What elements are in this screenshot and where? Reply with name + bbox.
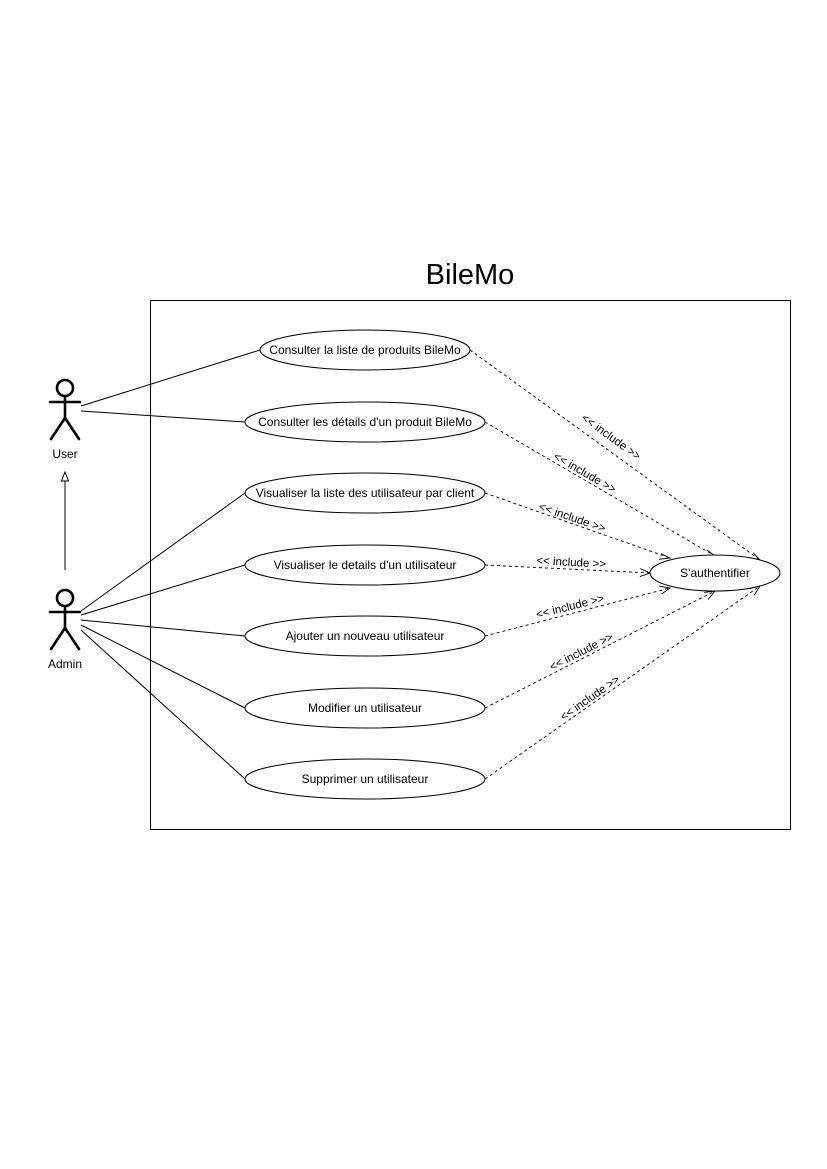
assoc-admin-uc4	[80, 564, 246, 616]
use-case-label: Consulter la liste de produits BileMo	[269, 343, 461, 357]
actor-user[interactable]: User	[48, 378, 82, 461]
assoc-admin-uc3	[80, 492, 246, 612]
assoc-user-uc1	[80, 349, 261, 407]
use-case-uc4[interactable]: Visualiser le details d'un utilisateur	[244, 544, 486, 586]
include-line-uc3	[484, 492, 671, 559]
stick-figure-icon	[48, 588, 82, 651]
actor-label: User	[52, 447, 77, 461]
include-line-uc1	[469, 349, 761, 561]
use-case-uc5[interactable]: Ajouter un nouveau utilisateur	[244, 615, 486, 657]
include-line-uc5	[484, 587, 671, 637]
include-label-uc4: << include >>	[536, 555, 607, 571]
generalization-arrow	[60, 470, 70, 570]
use-case-label: Ajouter un nouveau utilisateur	[286, 629, 445, 643]
include-label-uc5: << include >>	[535, 593, 606, 622]
diagram-title: BileMo	[426, 259, 515, 291]
use-case-label: Modifier un utilisateur	[308, 701, 422, 715]
use-case-uc2[interactable]: Consulter les détails d'un produit BileM…	[244, 401, 486, 443]
use-case-label: Visualiser le details d'un utilisateur	[274, 558, 457, 572]
include-label-uc6: << include >>	[548, 631, 616, 673]
actor-admin[interactable]: Admin	[48, 588, 82, 671]
system-boundary	[150, 300, 791, 830]
include-label-uc1: << include >>	[579, 412, 643, 463]
assoc-admin-uc5	[80, 619, 246, 637]
include-label-uc3: << include >>	[537, 501, 607, 535]
stick-figure-icon	[48, 378, 82, 441]
assoc-admin-uc7	[80, 629, 246, 780]
assoc-user-uc2	[80, 410, 246, 423]
use-case-label: Supprimer un utilisateur	[302, 772, 429, 786]
use-case-uc1[interactable]: Consulter la liste de produits BileMo	[259, 329, 471, 371]
use-case-label: Visualiser la liste des utilisateur par …	[256, 486, 475, 500]
include-line-uc2	[484, 421, 716, 557]
include-label-uc2: << include >>	[551, 451, 618, 496]
associations	[80, 349, 261, 780]
use-case-uc3[interactable]: Visualiser la liste des utilisateur par …	[244, 472, 486, 514]
use-case-label: S'authentifier	[680, 566, 750, 580]
assoc-admin-uc6	[80, 624, 246, 709]
use-case-auth[interactable]: S'authentifier	[649, 554, 781, 592]
include-line-uc7	[484, 585, 761, 780]
include-line-uc6	[484, 590, 716, 709]
actor-label: Admin	[48, 657, 82, 671]
include-labels: << include >> << include >> << include >…	[535, 412, 643, 723]
use-case-uc6[interactable]: Modifier un utilisateur	[244, 687, 486, 729]
use-case-label: Consulter les détails d'un produit BileM…	[258, 415, 472, 429]
include-label-uc7: << include >>	[558, 673, 622, 723]
use-case-uc7[interactable]: Supprimer un utilisateur	[244, 758, 486, 800]
